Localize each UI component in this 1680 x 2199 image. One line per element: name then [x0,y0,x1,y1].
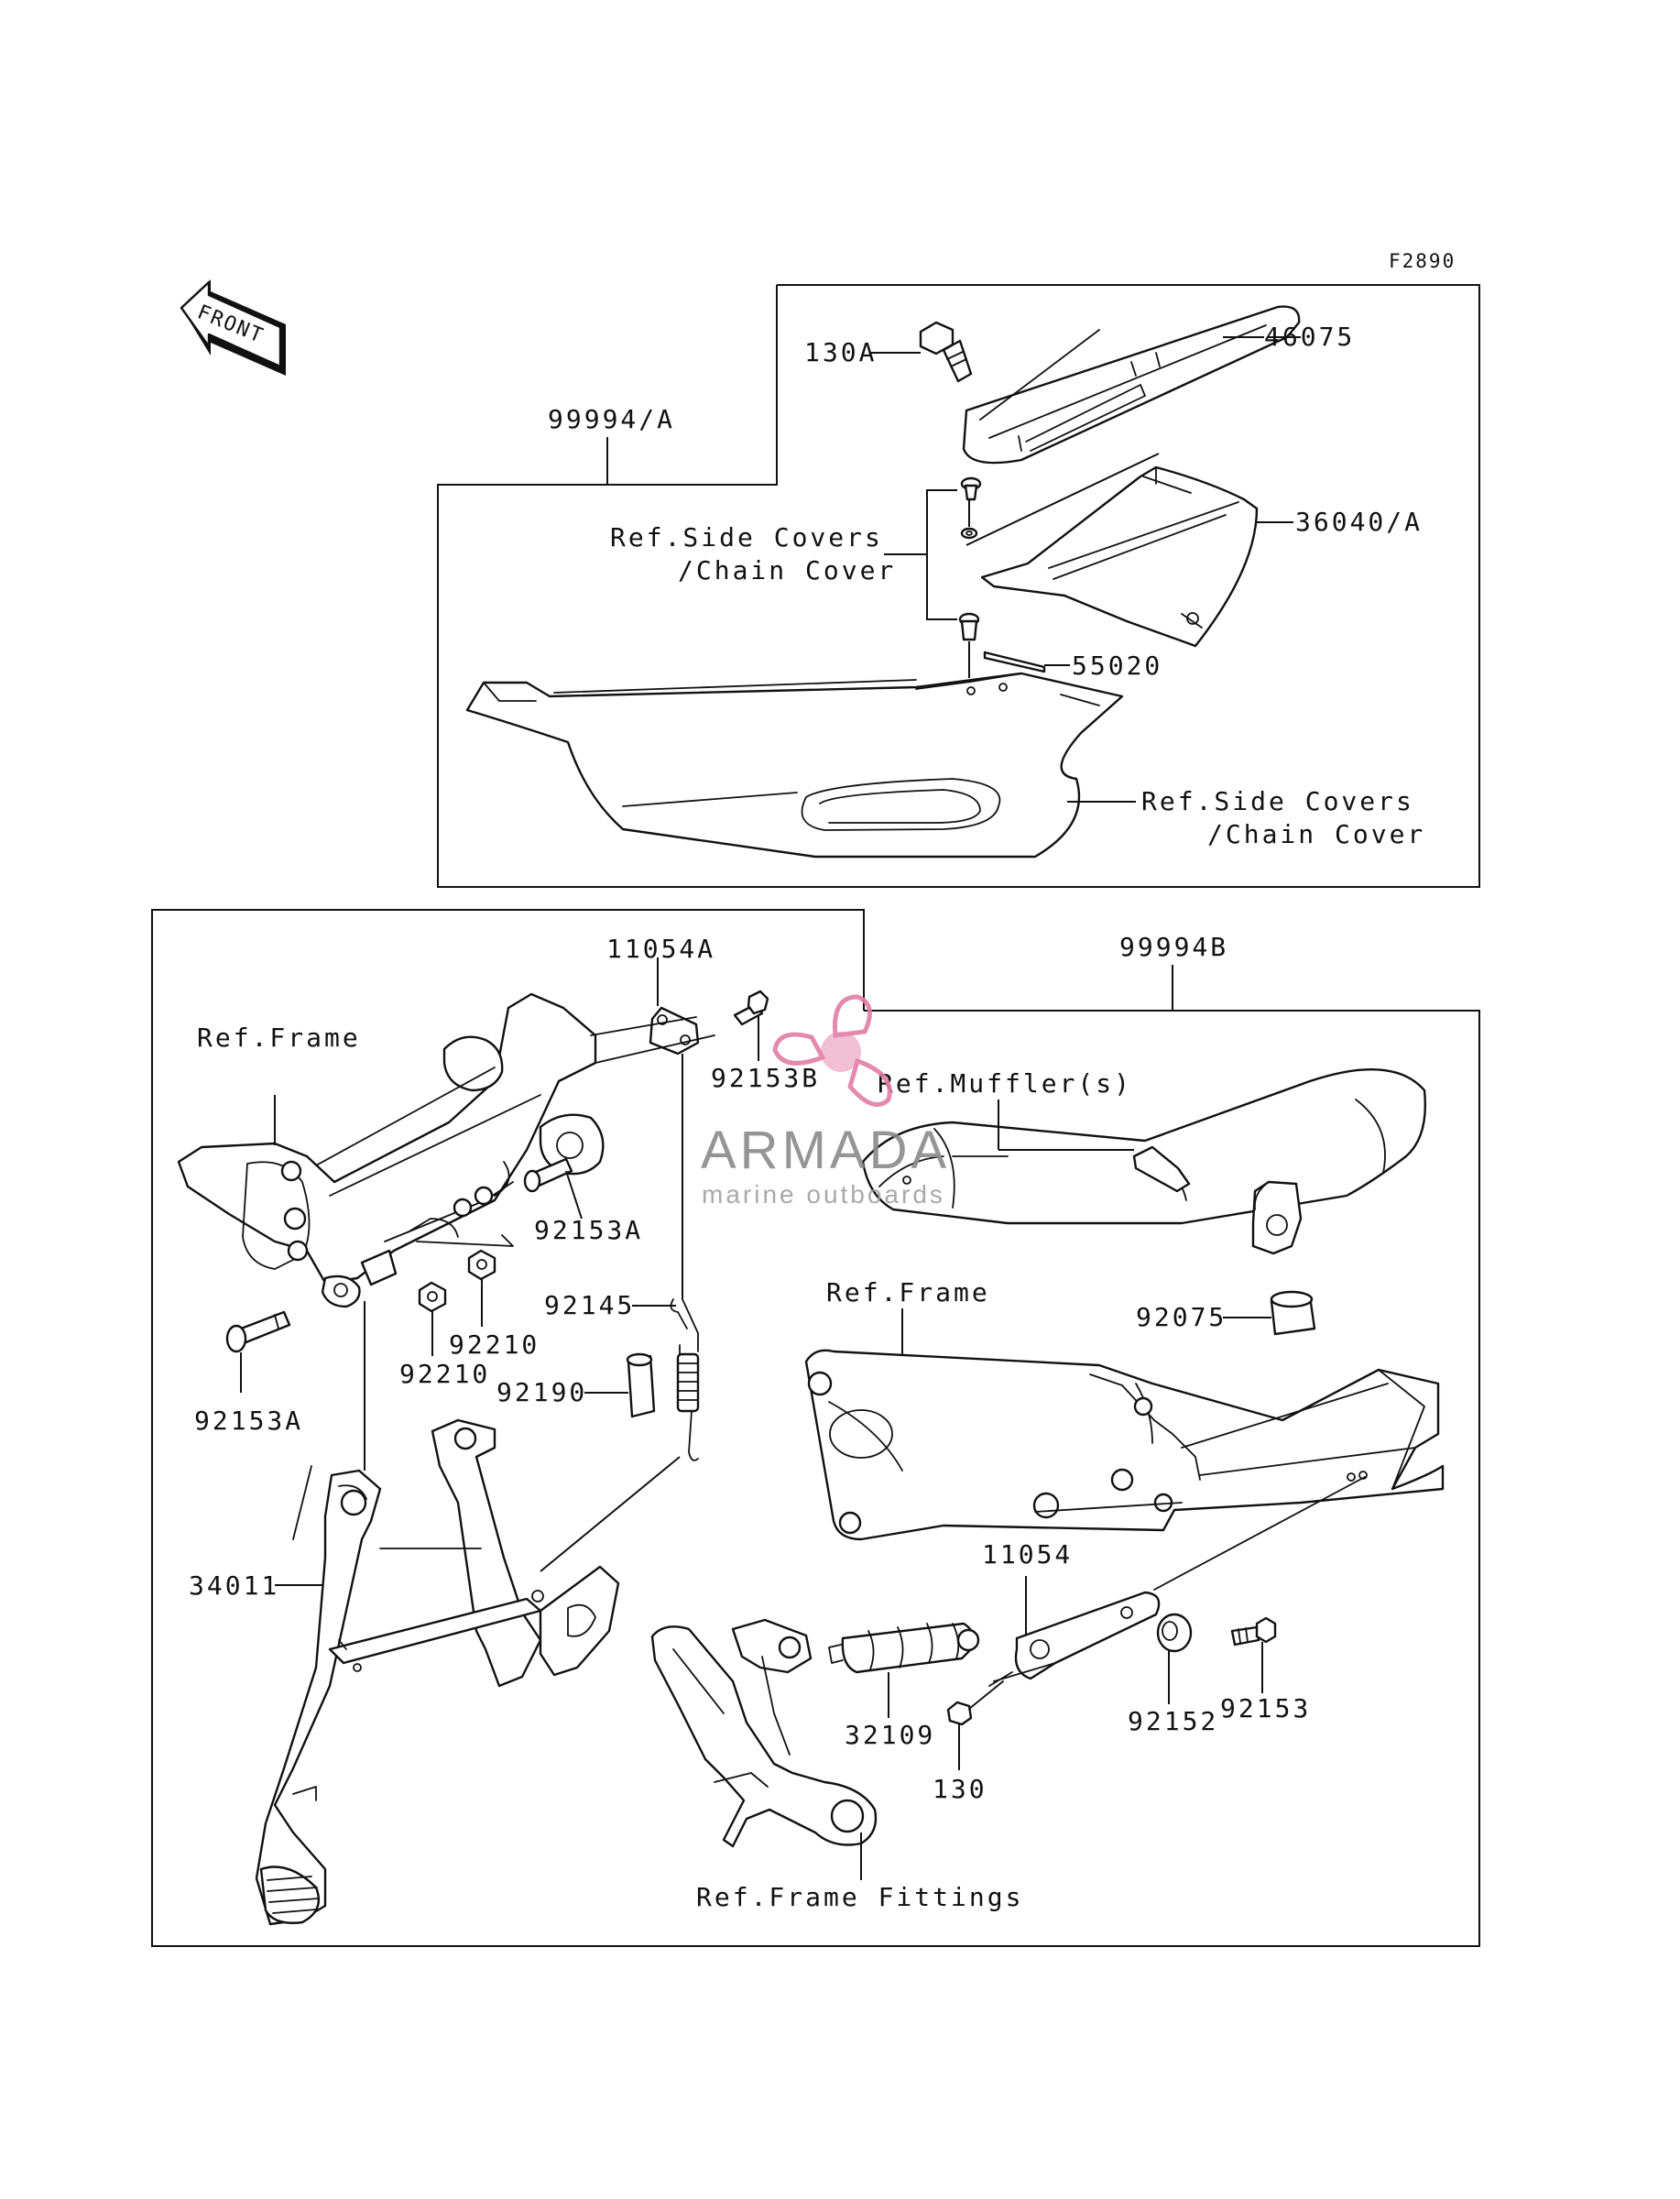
ref-side-covers-2-line1: Ref.Side Covers [1141,786,1414,816]
part-92153a-bottom-label: 92153A [194,1406,303,1436]
part-92153-bolt [1230,1616,1277,1647]
part-92145-label: 92145 [544,1290,635,1320]
ref-frame-left-housing [177,992,715,1308]
part-34011-label: 34011 [189,1570,279,1601]
ref-side-covers-2-line2: /Chain Cover [1207,819,1425,849]
part-92153a-bottom-bolt [225,1310,291,1353]
part-92145-spring [670,1298,700,1461]
ref-frame-fittings-label: Ref.Frame Fittings [696,1882,1023,1912]
part-92153b-bolt [733,990,769,1026]
figure-code: F2890 [1389,250,1456,272]
fastener-grommet-icon [958,612,980,641]
ref-muffler-body [861,1067,1426,1255]
ref-side-covers-1-line1: Ref.Side Covers [610,522,883,552]
part-92153a-top-label: 92153A [534,1215,643,1245]
propeller-logo-icon [772,994,892,1108]
part-92152-collar [1156,1613,1193,1653]
part-92210-right-nut [467,1249,496,1281]
part-92210-left-label: 92210 [399,1359,490,1389]
kit-99994a-frame [437,284,1480,888]
part-55020-strip [983,651,1046,673]
ref-frame-left-label: Ref.Frame [197,1023,361,1053]
part-36040a-cover [980,465,1259,648]
part-92210-right-label: 92210 [449,1329,540,1360]
part-99994a-label: 99994/A [548,404,675,434]
watermark-brand: ARMADA [701,1121,950,1180]
watermark: ARMADA marine outboards [701,994,950,1209]
ref-side-covers-1-line2: /Chain Cover [678,555,896,585]
part-130-bolt [946,1680,1004,1726]
part-36040a-label: 36040/A [1295,507,1423,537]
part-130a-bolt [919,321,973,383]
part-130a-label: 130A [804,337,877,367]
part-92190-label: 92190 [496,1377,587,1407]
part-46075-cover [962,305,1301,465]
ref-frame-right-label: Ref.Frame [826,1277,990,1307]
part-99994b-label: 99994B [1119,932,1228,962]
part-92190-collar [626,1352,656,1418]
part-92153b-label: 92153B [711,1063,820,1093]
ref-side-cover-body [465,672,1124,859]
part-11054a-label: 11054A [606,934,715,964]
part-32109-label: 32109 [845,1720,935,1750]
stand-assembly-frame [151,909,1480,1947]
part-130-label: 130 [933,1774,987,1804]
part-46075-label: 46075 [1264,322,1355,352]
watermark-tagline: marine outboards [702,1180,945,1209]
fastener-screw-icon [960,476,982,501]
part-32109-rubber [828,1622,980,1674]
part-55020-label: 55020 [1072,651,1162,681]
part-92075-rubber [1270,1290,1316,1336]
part-92075-label: 92075 [1136,1302,1227,1332]
part-92153-label: 92153 [1220,1693,1311,1723]
part-34011-center-stand [255,1418,620,1926]
ref-frame-right-body [804,1349,1445,1591]
part-11054-label: 11054 [982,1539,1073,1570]
front-direction-arrow-icon: FRONT [180,279,286,376]
part-11054a-bracket [649,1006,700,1056]
ref-mufflers-label: Ref.Muffler(s) [878,1068,1132,1099]
ref-frame-fittings-bracket [650,1618,878,1848]
part-92153a-top-bolt [523,1157,573,1193]
part-92152-label: 92152 [1128,1706,1218,1736]
fastener-washer-icon [960,527,978,540]
part-11054-bracket [988,1591,1161,1687]
part-92210-left-nut [418,1281,447,1313]
